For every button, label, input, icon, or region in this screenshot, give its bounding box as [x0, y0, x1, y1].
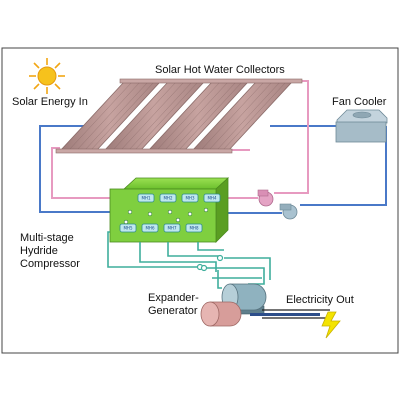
label-electricity-out: Electricity Out	[286, 294, 354, 306]
generator-body	[229, 283, 267, 311]
compressor-module-tag: MH2	[163, 196, 172, 201]
compressor-module-tag: MH5	[123, 226, 132, 231]
compressor-module-tag: MH6	[145, 226, 154, 231]
hot-loop-right	[274, 80, 309, 194]
compressor-module: MH3	[181, 193, 199, 203]
compressor-module: MH8	[185, 223, 203, 233]
pump-pink-icon	[257, 189, 274, 207]
label-expander-generator: Expander- Generator	[148, 292, 199, 317]
compressor-valve-dot	[123, 219, 129, 225]
compressor-module: MH7	[163, 223, 181, 233]
compressor-module: MH6	[141, 223, 159, 233]
compressor-module: MH5	[119, 223, 137, 233]
label-fan-cooler: Fan Cooler	[332, 96, 387, 108]
compressor-module-tag: MH3	[185, 196, 194, 201]
compressor-module-tag: MH8	[189, 226, 198, 231]
collector-header-bottom	[55, 148, 233, 154]
cool-loop-left	[39, 125, 126, 213]
compressor-top	[122, 177, 230, 190]
h2-line-left	[107, 231, 200, 268]
pump-blue-icon	[279, 203, 298, 220]
compressor-valve-dot	[175, 217, 181, 223]
compressor-module: MH1	[137, 193, 155, 203]
compressor-valve-dot	[127, 209, 133, 215]
label-hydride-compressor: Multi-stage Hydride Compressor	[20, 232, 80, 270]
label-solar-energy-in: Solar Energy In	[12, 96, 88, 108]
fan-cooler-body	[335, 121, 387, 143]
compressor-module-tag: MH1	[141, 196, 150, 201]
cool-loop-right	[300, 126, 387, 206]
collector-header-top	[119, 78, 303, 84]
cool-loop-pipes	[39, 125, 387, 214]
compressor-module-tag: MH4	[207, 196, 216, 201]
sun-icon	[29, 58, 65, 94]
lightning-bolt-icon	[321, 311, 341, 339]
h2-line-7	[217, 270, 222, 289]
compressor-valve-dot	[203, 207, 209, 213]
compressor-valve-dot	[167, 209, 173, 215]
expander-generator-icon	[200, 283, 320, 327]
h2-line-1	[139, 242, 217, 272]
compressor-module: MH4	[203, 193, 221, 203]
h2-line-4	[224, 257, 271, 280]
h2-line-3	[197, 242, 224, 251]
solar-collectors	[55, 78, 303, 154]
compressor-module: MH2	[159, 193, 177, 203]
compressor-module-tag: MH7	[167, 226, 176, 231]
label-solar-collectors: Solar Hot Water Collectors	[155, 64, 285, 76]
generator-shaft	[250, 313, 320, 316]
electricity-output-lines	[262, 309, 330, 319]
compressor-valve-dot	[147, 211, 153, 217]
valve-icons	[196, 254, 224, 272]
hot-loop-left	[51, 147, 126, 199]
compressor-valve-dot	[187, 211, 193, 217]
fan-cooler-icon	[335, 109, 388, 143]
